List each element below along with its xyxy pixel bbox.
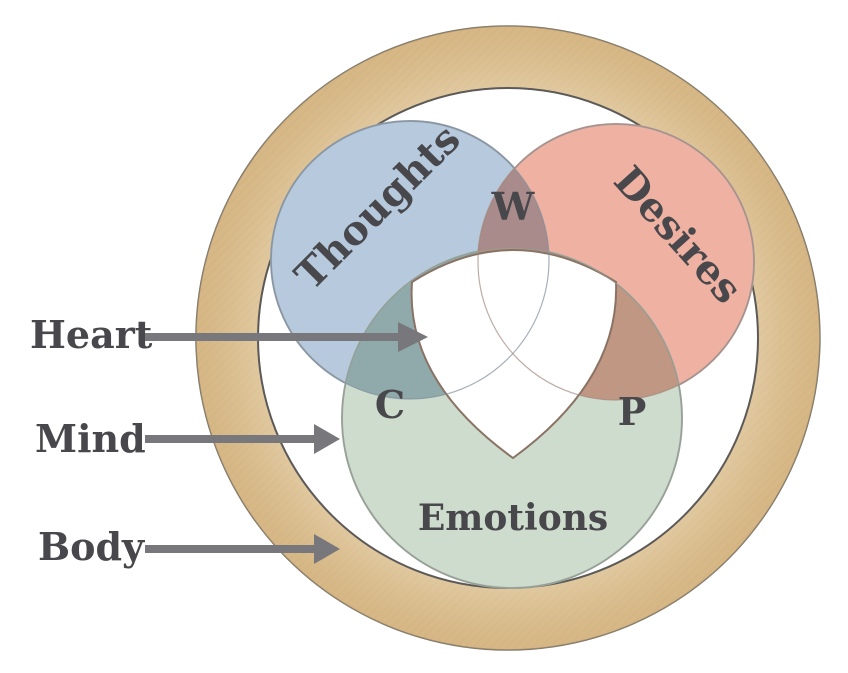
mind-label: Mind xyxy=(35,416,146,461)
mind-arrow-icon xyxy=(314,424,340,454)
body-label: Body xyxy=(38,524,145,569)
mind-pointer: Mind xyxy=(35,416,340,461)
p-label: P xyxy=(618,389,647,434)
heart-label: Heart xyxy=(30,312,153,357)
c-label: C xyxy=(375,382,405,427)
heart-arrow-icon xyxy=(398,322,428,352)
w-label: W xyxy=(491,184,536,229)
emotions-label: Emotions xyxy=(418,497,608,539)
body-pointer: Body xyxy=(38,524,340,569)
body-arrow-icon xyxy=(314,534,340,564)
heart-pointer: Heart xyxy=(30,312,428,357)
